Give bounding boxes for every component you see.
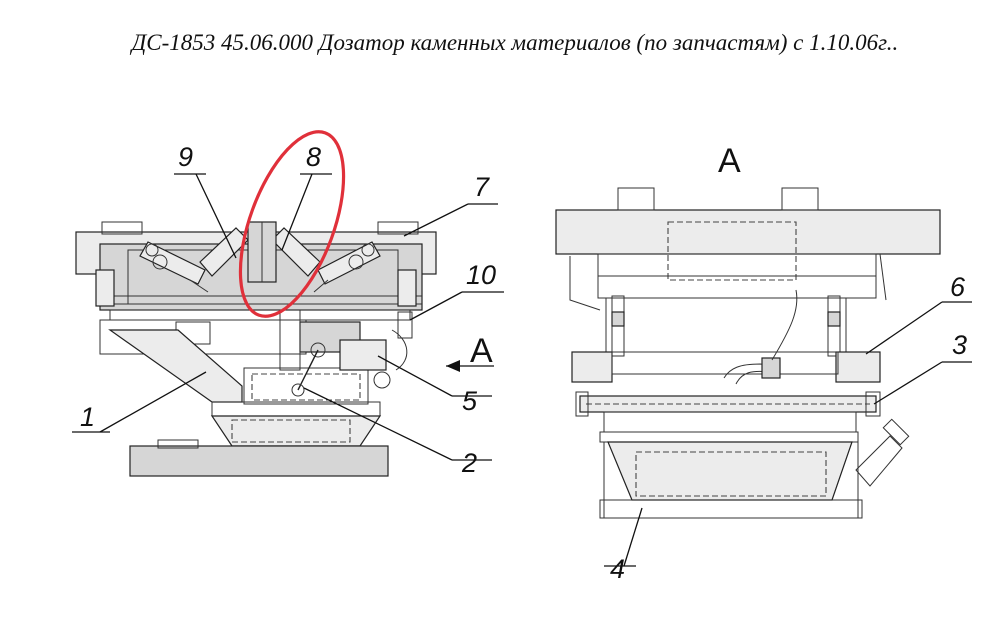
view-a-label: A bbox=[718, 142, 741, 180]
callout-4: 4 bbox=[610, 554, 625, 584]
callout-1: 1 bbox=[80, 402, 95, 432]
view-arrow-head bbox=[446, 360, 460, 372]
drawing-title: ДС-1853 45.06.000 Дозатор каменных матер… bbox=[131, 30, 899, 55]
side-hopper bbox=[607, 441, 853, 501]
callout-6: 6 bbox=[950, 272, 966, 302]
callout-5: 5 bbox=[462, 386, 478, 416]
callout-3: 3 bbox=[952, 330, 967, 360]
highlight-ellipse bbox=[238, 130, 346, 318]
suspension-rods bbox=[605, 295, 847, 357]
hopper-funnel bbox=[108, 329, 243, 403]
side-view-a bbox=[555, 187, 941, 519]
callout-9: 9 bbox=[178, 142, 193, 172]
linkage-arms bbox=[139, 221, 381, 293]
side-top-rail bbox=[555, 209, 941, 255]
front-view bbox=[75, 221, 437, 477]
arrow-a-label: A bbox=[470, 332, 493, 370]
drive-unit bbox=[339, 339, 387, 371]
callout-7: 7 bbox=[474, 172, 490, 202]
base-plate bbox=[129, 445, 389, 477]
callout-10: 10 bbox=[466, 260, 496, 290]
callout-8: 8 bbox=[306, 142, 321, 172]
callout-2: 2 bbox=[461, 448, 477, 478]
